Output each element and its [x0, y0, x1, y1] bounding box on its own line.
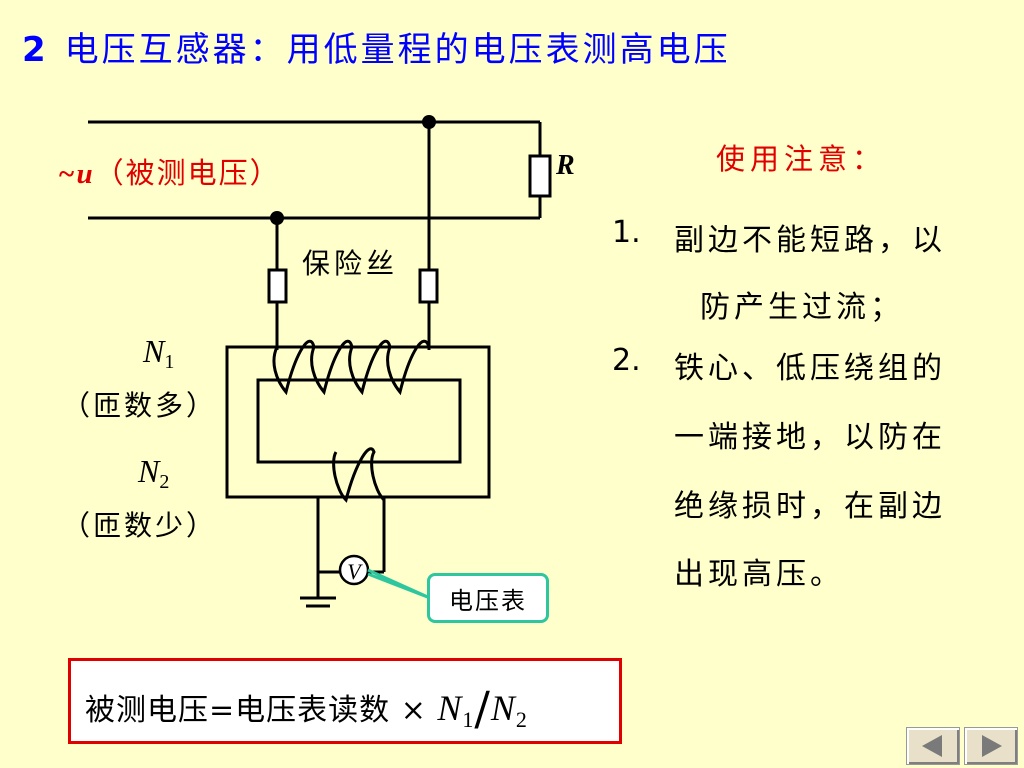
source-label: ~u（被测电压）	[58, 150, 281, 192]
n1-turns-label: （匝数多）	[62, 389, 218, 422]
secondary-winding	[332, 447, 386, 503]
formula-n1: N1	[437, 688, 475, 732]
n2-turns-label: （匝数少）	[62, 509, 218, 542]
junction-dot-top	[422, 115, 436, 129]
resistor	[528, 154, 552, 198]
voltmeter-callout-line	[367, 568, 431, 600]
formula: 被测电压=电压表读数 × N1/N2	[85, 681, 528, 735]
formula-text: 被测电压=电压表读数	[85, 693, 391, 728]
transformer-core-inner	[256, 378, 462, 464]
next-slide-button[interactable]	[964, 727, 1018, 765]
note-2-line-4: 出现高压。	[674, 557, 844, 592]
note-2-line-1: 铁心、低压绕组的	[674, 351, 946, 386]
fuse-label: 保险丝	[302, 247, 399, 280]
voltmeter-letter: V	[347, 559, 363, 584]
note-2-line-2: 一端接地，以防在	[674, 420, 946, 455]
source-text: （被测电压）	[94, 156, 281, 190]
title-text: 电压互感器：用低量程的电压表测高电压	[64, 30, 731, 70]
fuse-left	[267, 268, 288, 304]
prev-slide-button[interactable]	[906, 727, 960, 765]
resistor-label: R	[556, 150, 575, 181]
note-2-line-3: 绝缘损时，在副边	[674, 489, 946, 524]
fuse-right	[418, 268, 439, 304]
primary-winding	[272, 339, 431, 396]
junction-dot-bottom	[270, 211, 284, 225]
title-number: 2	[22, 30, 49, 70]
voltmeter-callout: 电压表	[427, 573, 549, 623]
page-title: 2 电压互感器：用低量程的电压表测高电压	[22, 22, 731, 71]
triangle-right-icon	[982, 735, 1002, 757]
transformer-core-outer	[225, 345, 491, 499]
formula-n2: N2	[490, 688, 528, 732]
formula-slash: /	[474, 681, 491, 735]
note-1-number: 1.	[612, 215, 641, 250]
n2-label: N2	[138, 453, 170, 493]
source-symbol: ~u	[58, 158, 95, 190]
note-2-number: 2.	[612, 343, 641, 378]
notes-title: 使用注意：	[716, 142, 887, 176]
note-1-line-2: 防产生过流；	[700, 290, 904, 325]
triangle-left-icon	[922, 735, 942, 757]
n1-label: N1	[143, 333, 175, 373]
formula-times: ×	[400, 693, 427, 728]
formula-box: 被测电压=电压表读数 × N1/N2	[68, 658, 622, 744]
note-1-line-1: 副边不能短路，以	[674, 223, 946, 258]
